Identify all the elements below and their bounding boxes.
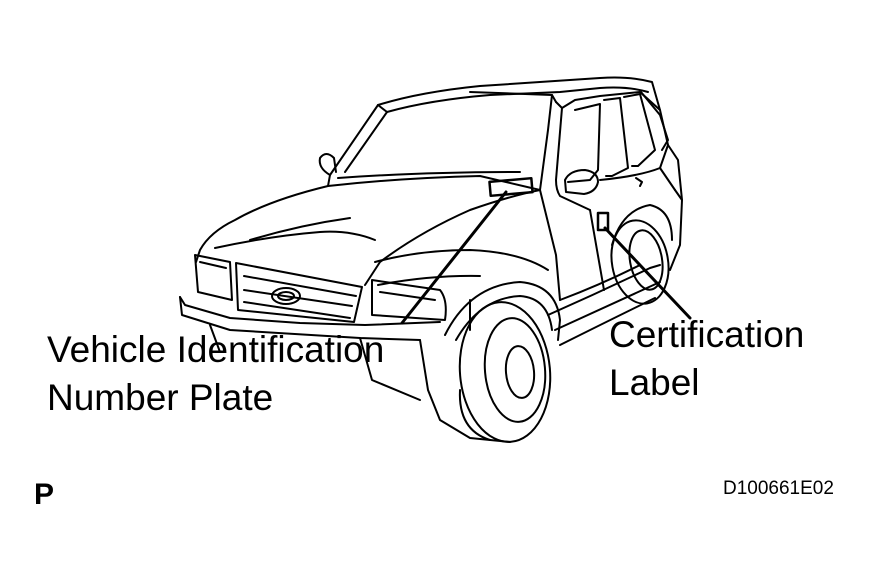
cert-label-line2: Label — [609, 362, 700, 403]
cert-label-line1: Certification — [609, 314, 805, 355]
page-marker: P — [34, 478, 55, 511]
vin-label-line1: Vehicle Identification — [47, 329, 385, 370]
vin-label-line2: Number Plate — [47, 377, 274, 418]
certification-leader-line — [603, 226, 692, 320]
vehicle-body-outline — [179, 76, 683, 443]
certification-label-text: Certification Label — [609, 311, 804, 407]
vin-plate-marker — [488, 176, 534, 198]
figure-code: D100661E02 — [723, 478, 834, 499]
vin-leader-line — [400, 190, 508, 325]
vin-plate-label: Vehicle Identification Number Plate — [47, 326, 384, 422]
certification-label-marker — [596, 211, 610, 232]
